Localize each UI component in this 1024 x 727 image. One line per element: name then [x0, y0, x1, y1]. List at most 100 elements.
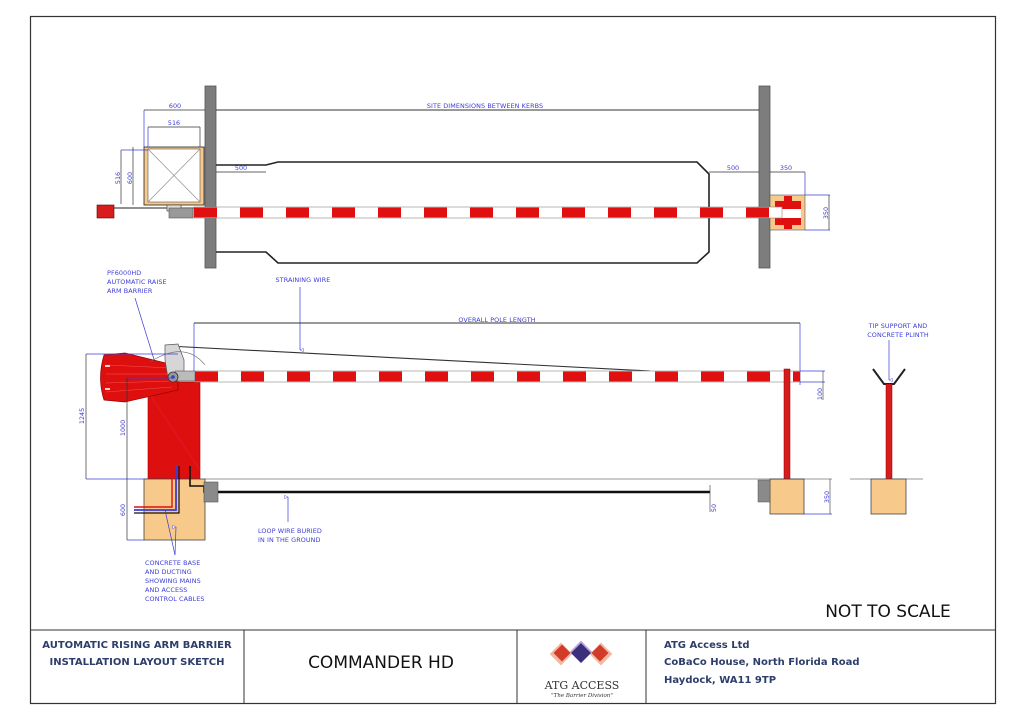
pole-stripe	[747, 371, 770, 382]
company-name: ATG Access Ltd	[664, 640, 750, 651]
cw-line	[105, 364, 173, 369]
base-label-5: CONTROL CABLES	[145, 595, 205, 603]
pole-stripe	[241, 371, 264, 382]
barrier-label-3: ARM BARRIER	[107, 287, 153, 295]
right-kerb	[758, 85, 771, 269]
barrier-cabinet	[147, 381, 201, 480]
pole-plan	[193, 206, 783, 219]
site-dimension-label: SITE DIMENSIONS BETWEEN KERBS	[427, 102, 543, 110]
dim-base-inner-height: 516	[114, 172, 122, 184]
tip-support-post	[783, 368, 791, 480]
base-label-4: AND ACCESS	[145, 586, 187, 594]
tip-plinth	[769, 478, 805, 515]
ducting-red	[134, 466, 173, 508]
pole-stripe	[287, 371, 310, 382]
pole-stripe	[286, 207, 309, 218]
pole-stripe	[793, 371, 800, 382]
pole-stripe	[701, 371, 724, 382]
pole-stripe	[378, 207, 401, 218]
tip-support-label-2: CONCRETE PLINTH	[867, 331, 929, 339]
logo-diamond-right	[591, 644, 609, 662]
tip-plinth-detail	[870, 478, 907, 515]
left-kerb	[204, 85, 217, 269]
swing-arc	[149, 351, 206, 366]
dim-tip-plinth-depth: 350	[823, 491, 831, 503]
barrier-label-2: AUTOMATIC RAISE	[107, 278, 167, 286]
dim-base-outer-height: 600	[126, 172, 134, 184]
model-name: COMMANDER HD	[308, 653, 454, 673]
dim-left-offset: 500	[235, 164, 247, 172]
dim-cabinet-height: 1000	[119, 420, 127, 436]
plan-view: SITE DIMENSIONS BETWEEN KERBS 600 516 51…	[96, 85, 830, 269]
pole-stripe	[471, 371, 494, 382]
cw-bolt	[105, 365, 110, 367]
pole-stripe	[379, 371, 402, 382]
pole-stripe	[195, 371, 218, 382]
not-to-scale-note: NOT TO SCALE	[825, 602, 951, 622]
tip-kerb	[757, 479, 771, 503]
company-address-2: Haydock, WA11 9TP	[664, 675, 776, 686]
tip-slot	[779, 209, 801, 218]
elevation-view: PF6000HD AUTOMATIC RAISE ARM BARRIER STR…	[78, 269, 929, 603]
title-description-2: INSTALLATION LAYOUT SKETCH	[50, 657, 225, 668]
dim-pole-height: 100	[816, 388, 824, 400]
base-label-1: CONCRETE BASE	[145, 559, 200, 567]
dim-overall-height: 1245	[78, 408, 86, 424]
loop-kerb	[203, 481, 219, 503]
tip-support-label-1: TIP SUPPORT AND	[868, 322, 928, 330]
pole-stripe	[424, 207, 447, 218]
barrier-label-1: PF6000HD	[107, 269, 141, 277]
pole-stripe	[332, 207, 355, 218]
pole-stripe	[608, 207, 631, 218]
loop-wire-label-1: LOOP WIRE BURIED	[258, 527, 322, 535]
pole-stripe	[746, 207, 769, 218]
base-leader-2	[175, 527, 176, 556]
pole-stripe	[240, 207, 263, 218]
pole-stripe	[609, 371, 632, 382]
pole-stripe	[563, 371, 586, 382]
dim-loop-depth: 50	[710, 504, 718, 512]
atg-logo: ATG ACCESS "The Barrier Division"	[544, 640, 619, 699]
loop-wire-label-2: IN IN THE GROUND	[258, 536, 321, 544]
base-label-2: AND DUCTING	[145, 568, 192, 576]
cw-line	[105, 380, 173, 384]
title-block: AUTOMATIC RISING ARM BARRIER INSTALLATIO…	[30, 629, 995, 703]
pole-stripe	[655, 371, 678, 382]
pole-stripe	[562, 207, 585, 218]
dim-tip-plinth-size: 350	[822, 207, 830, 219]
counterweight-plan	[96, 204, 115, 219]
base-label-3: SHOWING MAINS	[145, 577, 201, 585]
title-description-1: AUTOMATIC RISING ARM BARRIER	[42, 640, 232, 651]
pole-stripe	[700, 207, 723, 218]
pole-stripe	[516, 207, 539, 218]
pole-stripe	[654, 207, 677, 218]
straining-wire	[167, 345, 651, 372]
hub-plan-base	[168, 207, 194, 219]
ducting-black	[134, 466, 180, 514]
pole-stripe	[425, 371, 448, 382]
company-address-1: CoBaCo House, North Florida Road	[664, 657, 860, 668]
overall-pole-label: OVERALL POLE LENGTH	[458, 316, 535, 324]
cw-line	[105, 386, 173, 393]
sheet-border	[29, 15, 997, 705]
pole-elevation	[194, 370, 801, 383]
cw-bolt	[105, 388, 110, 390]
cabinet-shading	[147, 391, 201, 471]
logo-tagline: "The Barrier Division"	[551, 693, 613, 699]
base-leader-1	[164, 509, 176, 556]
dim-base-outer-width: 600	[169, 102, 181, 110]
dim-tip-offset: 350	[780, 164, 792, 172]
pole-stripe	[333, 371, 356, 382]
pole-stripe	[517, 371, 540, 382]
pole-stripe	[194, 207, 217, 218]
pivot-center	[171, 375, 175, 379]
logo-diamond-center	[571, 643, 591, 663]
dim-base-inner-width: 516	[168, 119, 180, 127]
ducting-blue	[134, 466, 177, 511]
pole-stripe	[470, 207, 493, 218]
base-cross-2	[147, 148, 201, 203]
straining-wire-label: STRAINING WIRE	[276, 276, 331, 284]
dim-right-offset: 500	[727, 164, 739, 172]
logo-diamond-left	[553, 644, 571, 662]
dim-base-depth: 600	[119, 504, 127, 516]
